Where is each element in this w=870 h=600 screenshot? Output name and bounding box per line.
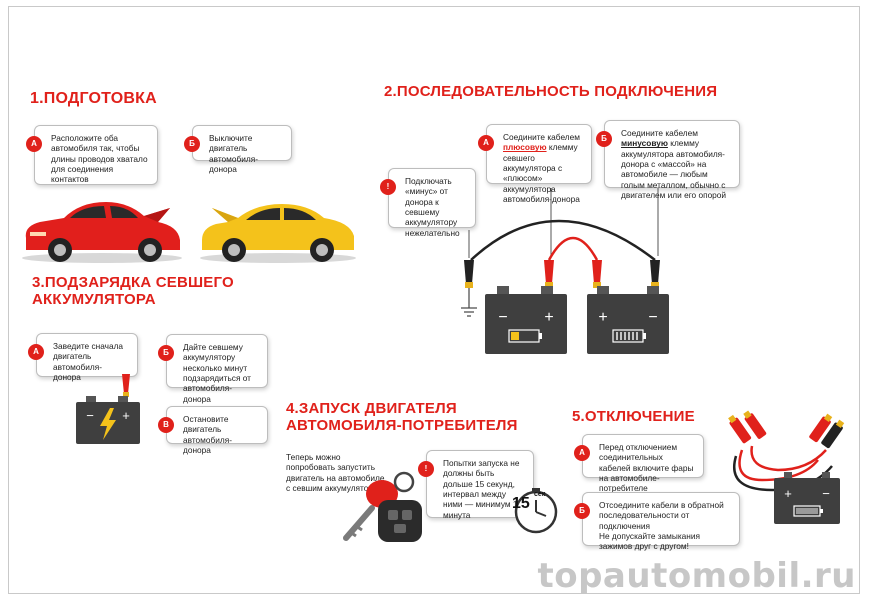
section-3-title: 3.ПОДЗАРЯДКА СЕВШЕГО АККУМУЛЯТОРА	[32, 274, 234, 309]
s3-card-v-text: Остановите двигатель автомобиля-донора	[183, 414, 232, 456]
s2-card-a-post: клемму севшего аккумулятора с «плюсом» а…	[503, 142, 580, 205]
s2-card-a-pre: Соедините кабелем	[503, 132, 580, 142]
s5-card-a: А Перед отключением соединительных кабел…	[574, 434, 704, 493]
s5-card-b-line2: Не допускайте замыкания зажимов друг с д…	[599, 531, 700, 552]
section-5-title: 5.ОТКЛЮЧЕНИЕ	[572, 408, 695, 425]
s1-card-a: А Расположите оба автомобиля так, чтобы …	[26, 125, 158, 185]
watermark: topautomobil.ru	[537, 556, 856, 596]
svg-text:+: +	[598, 309, 607, 326]
lightning-icon	[100, 408, 116, 440]
s2-card-b-post: клемму аккумулятора автомобиля-донора с …	[621, 138, 727, 201]
badge-a-icon: А	[574, 445, 590, 461]
svg-text:+: +	[784, 486, 792, 501]
red-car-icon	[22, 202, 182, 263]
timer-icon: 15 сек	[512, 488, 558, 534]
info-icon: !	[380, 179, 396, 195]
badge-a-icon: А	[26, 136, 42, 152]
s5-card-b: Б Отсоедините кабели в обратной последов…	[574, 492, 740, 551]
ground-icon	[461, 288, 477, 317]
s2-card-info-text: Подключать «минус» от донора к севшему а…	[405, 176, 460, 238]
s2-card-a: А Соедините кабелем плюсовую клемму севш…	[478, 124, 592, 204]
section-4-title: 4.ЗАПУСК ДВИГАТЕЛЯ АВТОМОБИЛЯ-ПОТРЕБИТЕЛ…	[286, 400, 518, 435]
s4-card-info: ! Попытки запуска не должны быть дольше …	[418, 450, 534, 520]
s1-card-b-text: Выключите двигатель автомобиля-донора	[209, 133, 258, 175]
section-4-title-line2: АВТОМОБИЛЯ-ПОТРЕБИТЕЛЯ	[286, 417, 518, 435]
badge-a-icon: А	[478, 135, 494, 151]
svg-text:−: −	[86, 408, 94, 423]
red-clamp-left-icon	[544, 260, 554, 288]
yellow-car-icon	[200, 204, 356, 263]
section-2-title: 2.ПОСЛЕДОВАТЕЛЬНОСТЬ ПОДКЛЮЧЕНИЯ	[384, 83, 718, 100]
badge-a-icon: А	[28, 344, 44, 360]
black-clamp-right-icon	[650, 260, 660, 288]
s3-card-a-text: Заведите сначала двигатель автомобиля-до…	[53, 341, 124, 383]
svg-text:+: +	[544, 309, 553, 326]
s2-card-b-pre: Соедините кабелем	[621, 128, 698, 138]
page-frame	[8, 6, 860, 594]
badge-b-icon: Б	[184, 136, 200, 152]
unlock-icon	[402, 510, 412, 520]
s1-card-b: Б Выключите двигатель автомобиля-донора	[184, 125, 292, 174]
s2-card-b: Б Соедините кабелем минусовую клемму акк…	[596, 120, 740, 200]
svg-text:+: +	[122, 408, 130, 423]
s3-card-b-text: Дайте севшему аккумулятору несколько мин…	[183, 342, 251, 404]
timer-unit: сек	[534, 491, 546, 498]
section-3-title-line1: 3.ПОДЗАРЯДКА СЕВШЕГО	[32, 274, 234, 291]
badge-v-icon: В	[158, 417, 174, 433]
lock-icon	[388, 510, 398, 520]
dead-battery-icon: − +	[485, 286, 567, 354]
info-icon: !	[418, 461, 434, 477]
disconnected-battery-icon: + −	[728, 410, 845, 524]
donor-battery-icon: + −	[587, 286, 669, 354]
badge-b-icon: Б	[574, 503, 590, 519]
s2-card-info: ! Подключать «минус» от донора к севшему…	[380, 168, 476, 238]
s3-card-b: Б Дайте севшему аккумулятору несколько м…	[158, 334, 268, 404]
s4-card-info-text: Попытки запуска не должны быть дольше 15…	[443, 458, 520, 520]
svg-text:−: −	[498, 309, 507, 326]
badge-b-icon: Б	[596, 131, 612, 147]
s5-card-b-line1: Отсоедините кабели в обратной последоват…	[599, 500, 724, 531]
svg-text:−: −	[822, 486, 830, 501]
svg-text:−: −	[648, 309, 657, 326]
section-4-title-line1: 4.ЗАПУСК ДВИГАТЕЛЯ	[286, 400, 457, 417]
s2-card-a-highlight: плюсовую	[503, 142, 547, 153]
s5-card-a-text: Перед отключением соединительных кабелей…	[599, 442, 694, 494]
red-clamp-right-icon	[592, 260, 602, 288]
black-clamp-left-icon	[464, 260, 474, 288]
s4-text: Теперь можно попробовать запустить двига…	[286, 452, 385, 494]
badge-b-icon: Б	[158, 345, 174, 361]
charging-battery-icon: − +	[76, 374, 140, 444]
section-3-title-line2: АККУМУЛЯТОРА	[32, 291, 156, 309]
section-1-title: 1.ПОДГОТОВКА	[30, 90, 157, 107]
s1-card-a-text: Расположите оба автомобиля так, чтобы дл…	[51, 133, 148, 185]
car-key-icon	[343, 471, 422, 542]
s3-card-v: В Остановите двигатель автомобиля-донора	[158, 406, 268, 455]
timer-value: 15	[512, 495, 530, 512]
s3-card-a: А Заведите сначала двигатель автомобиля-…	[28, 333, 138, 382]
s2-card-b-highlight: минусовую	[621, 138, 668, 149]
connection-diagram: − + + −	[461, 188, 669, 354]
